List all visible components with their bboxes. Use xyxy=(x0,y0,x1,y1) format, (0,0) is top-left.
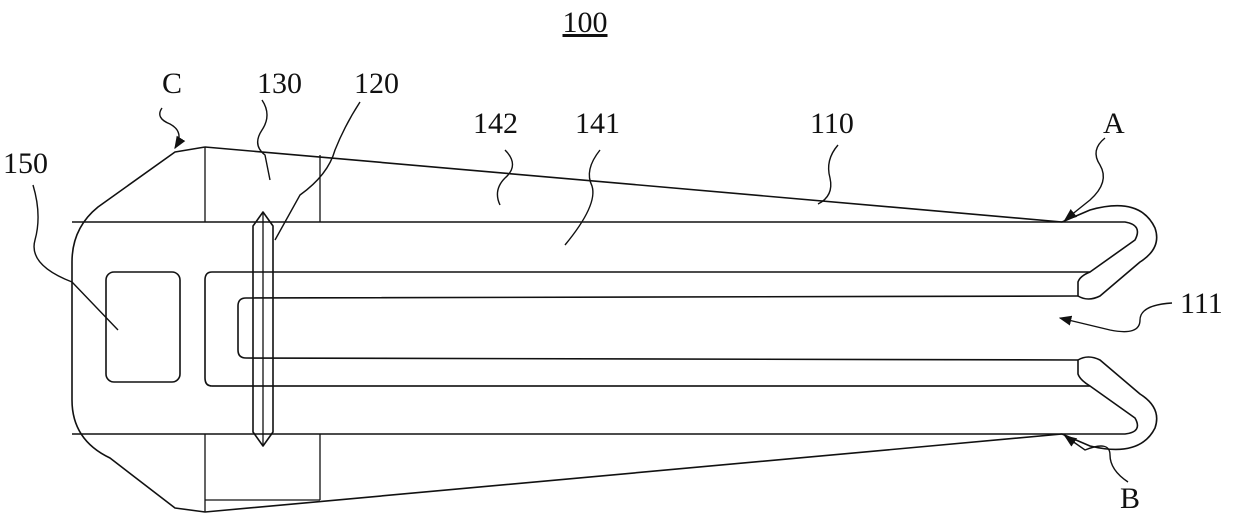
label-a: A xyxy=(1103,107,1125,140)
label-141: 141 xyxy=(575,107,620,140)
figure-title: 100 xyxy=(563,6,608,39)
hook-a xyxy=(1062,206,1157,299)
leader-c xyxy=(160,108,179,148)
leader-142 xyxy=(497,150,512,205)
label-120: 120 xyxy=(354,67,399,100)
label-c: C xyxy=(162,67,182,100)
label-111: 111 xyxy=(1180,287,1223,320)
label-142: 142 xyxy=(473,107,518,140)
label-150: 150 xyxy=(3,147,48,180)
rib-120 xyxy=(253,212,273,446)
hook-b xyxy=(1062,357,1157,449)
leader-b xyxy=(1065,436,1128,482)
label-b: B xyxy=(1120,482,1140,515)
outer-housing-outline xyxy=(72,147,1062,512)
leader-120 xyxy=(275,102,360,240)
leader-111 xyxy=(1060,303,1172,332)
upper-arm-141 xyxy=(72,222,1137,434)
window-150 xyxy=(106,272,180,382)
leader-110 xyxy=(818,145,838,204)
label-110: 110 xyxy=(810,107,854,140)
leader-130 xyxy=(258,100,270,180)
leader-141 xyxy=(565,150,600,245)
inner-slot-111 xyxy=(238,296,1078,360)
label-130: 130 xyxy=(257,67,302,100)
